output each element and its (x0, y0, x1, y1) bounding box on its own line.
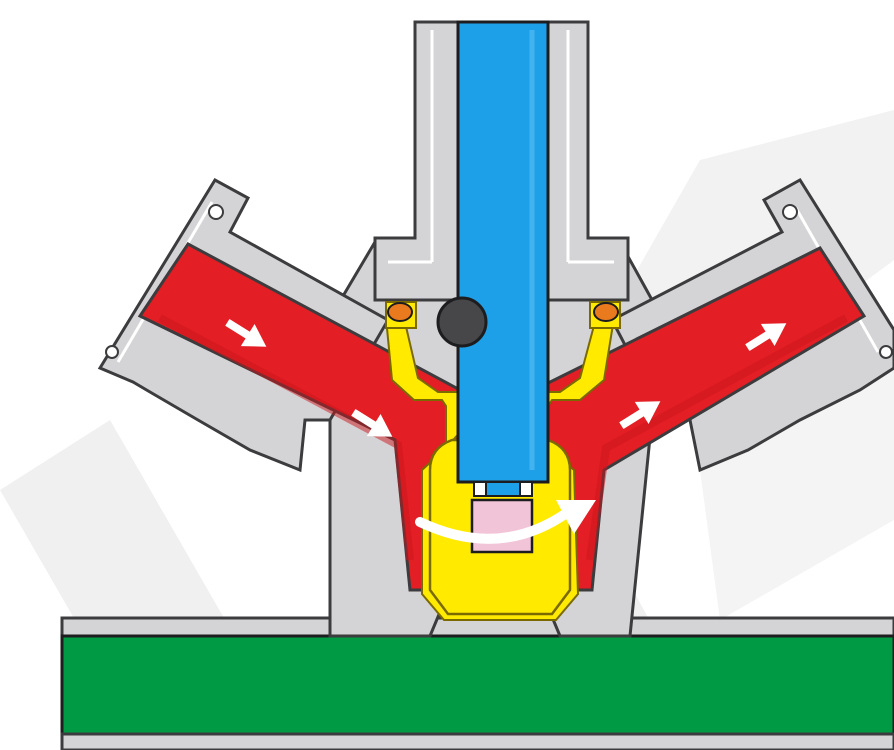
o-rings (385, 301, 621, 329)
outlet-arrow-2 (745, 323, 787, 352)
main-pipe (60, 616, 894, 750)
inlet-arrow-1 (225, 318, 267, 347)
left-o-ring (387, 302, 413, 322)
mixing-swirl-arrow (415, 500, 596, 544)
seat-pad (470, 498, 534, 554)
valve-stem (456, 20, 550, 497)
outlet-arrow-1 (619, 401, 661, 430)
right-o-ring (593, 302, 619, 322)
inlet-arrow-2 (351, 408, 393, 437)
ball-detent (436, 296, 488, 348)
